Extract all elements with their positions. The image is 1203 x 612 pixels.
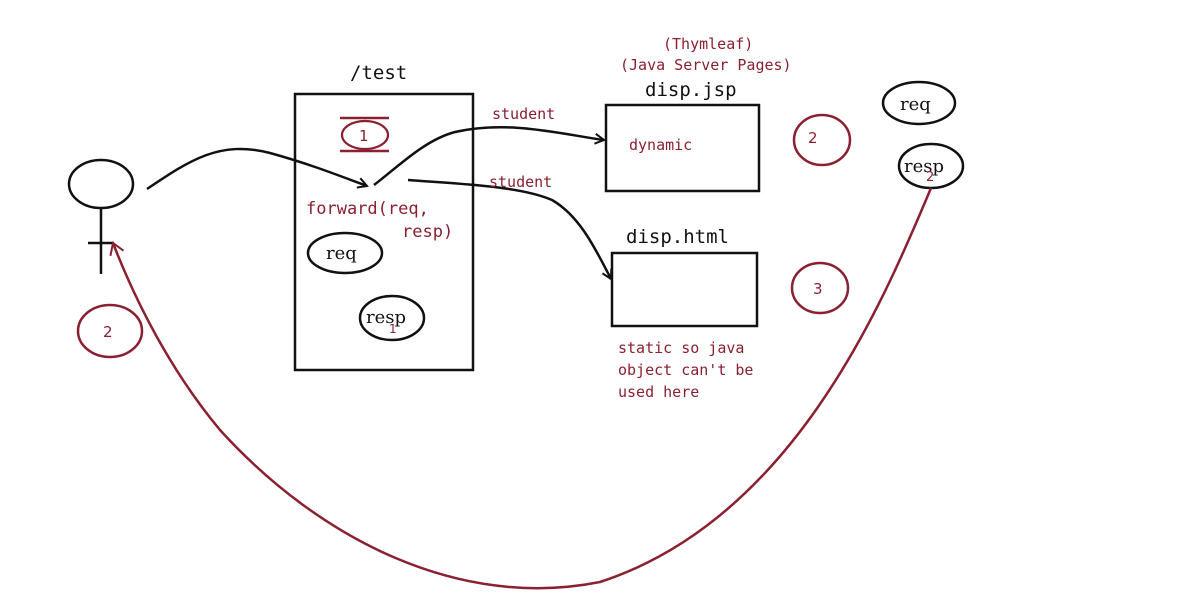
forward-to-html-arrow [407,178,611,279]
user-head [67,158,135,210]
request-arrow [146,147,367,191]
jsp-box [604,103,761,193]
jsp-node: (Thymleaf) (Java Server Pages) disp.jsp … [604,35,852,193]
response-nodes: req resp 2 [881,80,965,190]
servlet-resp-label: resp [366,307,406,328]
jsp-edge-label: student [492,105,555,123]
right-req-node [881,80,957,126]
jsp-title: disp.jsp [645,79,737,101]
servlet-req-label: req [326,243,357,264]
servlet-node: /test 1 forward(req, resp) req resp 1 [293,62,475,372]
right-req-label: req [900,94,931,115]
jsp-content: dynamic [629,136,692,154]
user-badge-number: 2 [103,323,113,341]
html-note-line3: used here [618,383,699,401]
forward-call-line1: forward(req, [306,199,429,219]
html-box [610,251,759,328]
servlet-resp-node [358,294,426,342]
forward-call-line2: resp) [402,222,453,242]
jsp-badge-ring [792,113,852,167]
html-badge-number: 3 [813,280,823,298]
right-resp-badge: 2 [926,170,934,185]
user-badge: 2 [76,303,144,359]
jsp-badge-number: 2 [808,129,818,147]
html-edge-label: student [489,173,552,191]
servlet-req-node [306,231,384,275]
html-node: disp.html 3 static so java object can't … [610,226,850,401]
jsp-tech-line1: (Thymleaf) [663,35,753,53]
servlet-badge-number: 1 [359,127,369,145]
servlet-badge-ring [340,119,390,151]
servlet-title: /test [350,62,407,84]
html-note-line1: static so java [618,339,744,357]
user-figure [67,158,135,274]
response-arrow [109,187,933,590]
html-badge-ring [790,261,850,315]
html-title: disp.html [626,226,729,248]
servlet-resp-badge: 1 [389,322,397,336]
right-resp-label: resp [904,156,944,177]
html-note-line2: object can't be [618,361,753,379]
jsp-tech-line2: (Java Server Pages) [620,56,792,74]
forward-to-jsp-arrow [373,126,604,186]
servlet-box [293,92,475,372]
